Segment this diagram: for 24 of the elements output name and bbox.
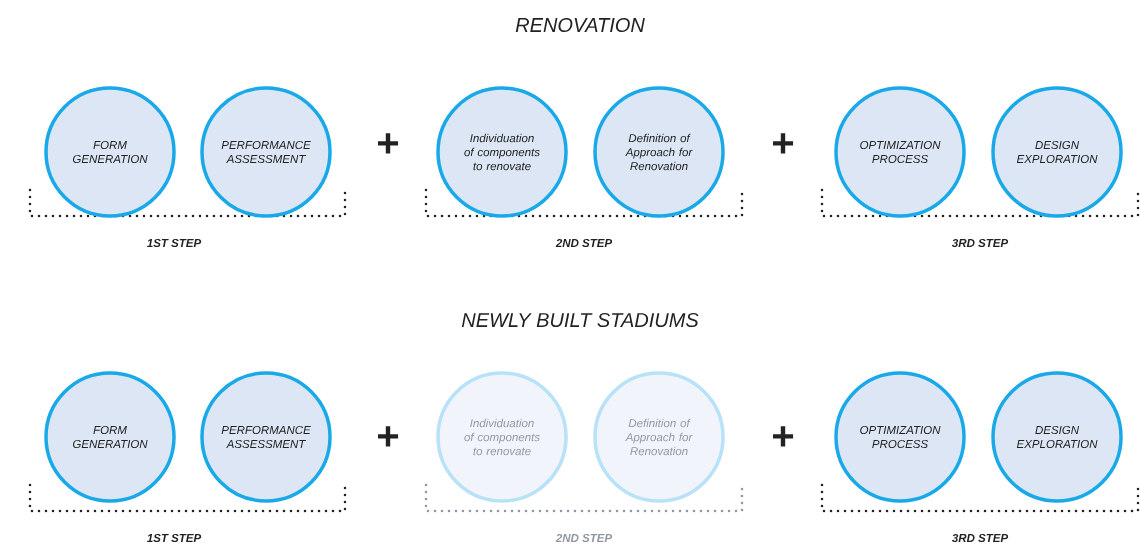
plus-sign: + <box>378 133 399 154</box>
step-label: 2ND STEP <box>555 533 613 543</box>
plus-sign: + <box>773 426 794 447</box>
circle-node: DESIGN EXPLORATION <box>991 86 1123 218</box>
step-label: 1ST STEP <box>147 238 202 248</box>
circle-node: OPTIMIZATION PROCESS <box>834 371 966 503</box>
circle-node: Individuation of components to renovate <box>436 86 568 218</box>
circle-node: FORM GENERATION <box>44 86 176 218</box>
step-label: 1ST STEP <box>147 533 202 543</box>
section-heading: RENOVATION <box>515 17 645 33</box>
circle-node: PERFORMANCE ASSESSMENT <box>200 371 332 503</box>
circle-node: Definition of Approach for Renovation <box>593 86 725 218</box>
step-label: 3RD STEP <box>952 533 1009 543</box>
plus-sign: + <box>378 426 399 447</box>
step-label: 2ND STEP <box>555 238 613 248</box>
plus-sign: + <box>773 133 794 154</box>
step-label: 3RD STEP <box>952 238 1009 248</box>
section-heading: NEWLY BUILT STADIUMS <box>461 312 699 328</box>
circle-node: PERFORMANCE ASSESSMENT <box>200 86 332 218</box>
circle-node: DESIGN EXPLORATION <box>991 371 1123 503</box>
circle-node: Individuation of components to renovate <box>436 371 568 503</box>
circle-node: Definition of Approach for Renovation <box>593 371 725 503</box>
circle-node: FORM GENERATION <box>44 371 176 503</box>
circle-node: OPTIMIZATION PROCESS <box>834 86 966 218</box>
